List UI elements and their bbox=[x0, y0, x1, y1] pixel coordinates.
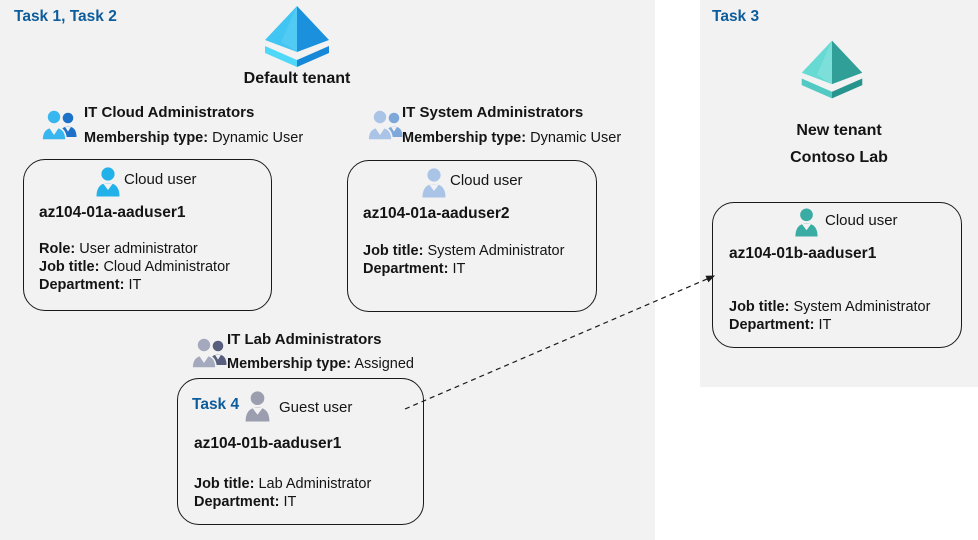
task-4-label: Task 4 bbox=[192, 396, 240, 413]
membership-value: Assigned bbox=[354, 356, 414, 372]
membership-label: Membership type: bbox=[402, 130, 527, 146]
user-card: Cloud user az104-01a-aaduser2 Job title:… bbox=[347, 160, 597, 312]
user-name: az104-01a-aaduser1 bbox=[39, 204, 186, 221]
user-type-label: Cloud user bbox=[825, 212, 898, 229]
membership-label: Membership type: bbox=[227, 356, 352, 372]
group-membership: Membership type: Assigned bbox=[227, 356, 414, 372]
guest-user-card: Task 4 Guest user az104-01b-aaduser1 Job… bbox=[177, 378, 424, 525]
new-tenant-name-line2: Contoso Lab bbox=[790, 149, 888, 166]
user-name: az104-01b-aaduser1 bbox=[194, 435, 342, 452]
group-icon bbox=[190, 334, 228, 376]
user-name: az104-01a-aaduser2 bbox=[363, 205, 510, 222]
user-type-label: Guest user bbox=[279, 399, 353, 416]
user-card: Cloud user az104-01b-aaduser1 Job title:… bbox=[712, 202, 962, 348]
user-type-label: Cloud user bbox=[124, 171, 197, 188]
group-title: IT System Administrators bbox=[402, 104, 584, 121]
new-tenant-panel: Task 3 New tenant Contoso Lab Cloud bbox=[700, 0, 978, 387]
membership-label: Membership type: bbox=[84, 130, 209, 146]
task-3-label: Task 3 bbox=[712, 8, 760, 25]
new-tenant-name-line1: New tenant bbox=[796, 122, 882, 139]
group-title: IT Lab Administrators bbox=[227, 331, 382, 348]
group-icon bbox=[366, 106, 404, 148]
field-job-title: Job title: System Administrator bbox=[729, 299, 931, 315]
group-title: IT Cloud Administrators bbox=[84, 104, 255, 121]
user-fields: Job title: System Administrator Departme… bbox=[729, 298, 930, 334]
task-1-2-label: Task 1, Task 2 bbox=[14, 8, 117, 25]
membership-value: Dynamic User bbox=[212, 130, 304, 146]
cloud-user-icon bbox=[421, 168, 447, 198]
cloud-user-icon bbox=[794, 208, 819, 237]
default-tenant-name: Default tenant bbox=[243, 70, 351, 87]
new-tenant-icon bbox=[797, 38, 867, 100]
field-role: Role: User administrator bbox=[39, 241, 198, 257]
user-fields: Job title: System Administrator Departme… bbox=[363, 242, 564, 278]
field-department: Department: IT bbox=[729, 317, 832, 333]
user-fields: Role: User administrator Job title: Clou… bbox=[39, 240, 230, 294]
user-type-label: Cloud user bbox=[450, 172, 523, 189]
default-tenant-panel: Task 1, Task 2 Default tenant IT bbox=[0, 0, 655, 540]
user-fields: Job title: Lab Administrator Department:… bbox=[194, 475, 371, 511]
cloud-user-icon bbox=[95, 167, 121, 197]
field-job-title: Job title: System Administrator bbox=[363, 243, 565, 259]
field-department: Department: IT bbox=[194, 494, 297, 510]
membership-value: Dynamic User bbox=[530, 130, 622, 146]
field-job-title: Job title: Lab Administrator bbox=[194, 476, 372, 492]
group-icon bbox=[40, 106, 78, 148]
azure-ad-tenant-icon bbox=[260, 4, 334, 68]
field-job-title: Job title: Cloud Administrator bbox=[39, 259, 230, 275]
group-membership: Membership type: Dynamic User bbox=[84, 130, 303, 146]
field-department: Department: IT bbox=[363, 261, 466, 277]
group-membership: Membership type: Dynamic User bbox=[402, 130, 621, 146]
user-name: az104-01b-aaduser1 bbox=[729, 245, 877, 262]
guest-user-icon bbox=[244, 391, 271, 422]
user-card: Cloud user az104-01a-aaduser1 Role: User… bbox=[23, 159, 272, 311]
field-department: Department: IT bbox=[39, 277, 142, 293]
